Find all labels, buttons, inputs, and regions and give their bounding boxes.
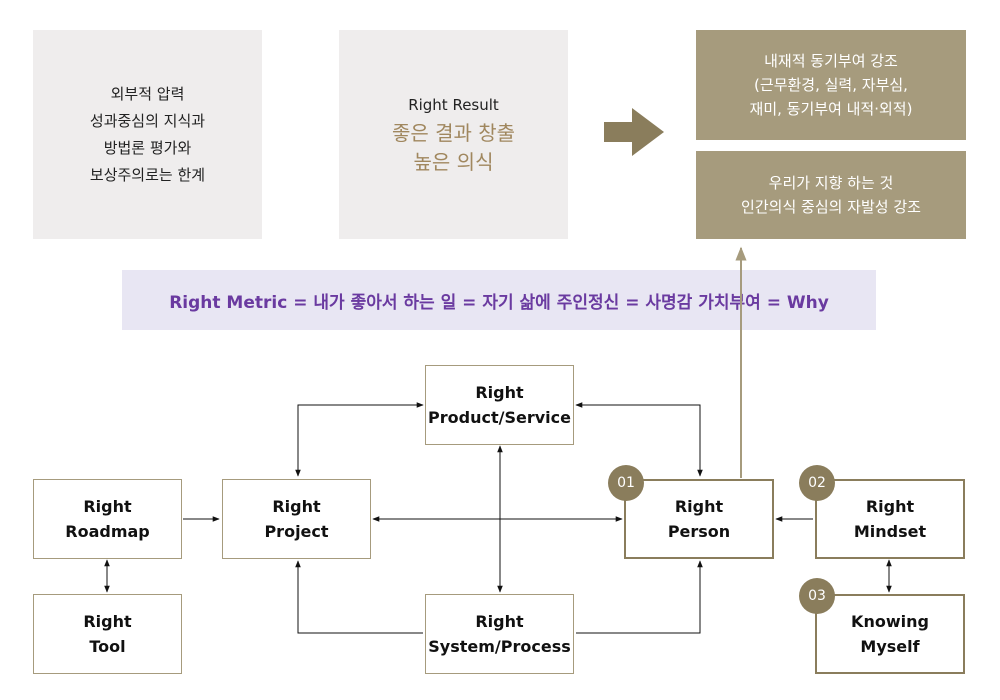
node-label: Product/Service xyxy=(428,408,571,427)
node-mindset: Right Mindset xyxy=(815,479,965,559)
node-label: Knowing xyxy=(851,612,929,631)
big-arrow-icon xyxy=(604,108,664,156)
project-product-connector xyxy=(295,402,424,477)
external-pressure-panel: 외부적 압력 성과중심의 지식과 방법론 평가와 보상주의로는 한계 xyxy=(33,30,262,239)
intrinsic-motivation-box: 내재적 동기부여 강조 (근무환경, 실력, 자부심, 재미, 동기부여 내적·… xyxy=(696,30,966,140)
node-label: Mindset xyxy=(853,522,927,541)
node-label: Right xyxy=(83,612,132,631)
node-label: Right xyxy=(272,497,321,516)
right-result-line: 좋은 결과 창출 xyxy=(391,120,516,145)
badge-01: 01 xyxy=(608,465,644,501)
intrinsic-motivation-line: (근무환경, 실력, 자부심, xyxy=(754,76,908,94)
intrinsic-motivation-line: 재미, 동기부여 내적·외적) xyxy=(749,100,913,118)
system-project-connector xyxy=(295,560,423,634)
node-system-process: Right System/Process xyxy=(425,594,574,674)
node-person: Right Person xyxy=(624,479,774,559)
node-label: Myself xyxy=(860,637,920,656)
node-label: Project xyxy=(264,522,329,541)
node-label: Right xyxy=(865,497,915,516)
badge-03: 03 xyxy=(799,578,835,614)
node-label: Right xyxy=(475,383,524,402)
node-project: Right Project xyxy=(222,479,371,559)
node-product-service: Right Product/Service xyxy=(425,365,574,445)
right-result-line: 높은 의식 xyxy=(413,149,494,174)
node-knowing-myself: Knowing Myself xyxy=(815,594,965,674)
node-label: Right xyxy=(475,612,524,631)
right-result-title: Right Result xyxy=(408,95,499,114)
external-pressure-line: 외부적 압력 xyxy=(110,84,185,103)
node-label: Tool xyxy=(89,637,126,656)
system-person-connector xyxy=(576,560,703,634)
our-direction-line: 우리가 지향 하는 것 xyxy=(768,174,894,192)
node-label: Roadmap xyxy=(65,522,150,541)
external-pressure-line: 보상주의로는 한계 xyxy=(89,165,206,184)
node-label: Right xyxy=(83,497,132,516)
intrinsic-motivation-line: 내재적 동기부여 강조 xyxy=(764,52,898,70)
product-person-connector xyxy=(575,402,703,477)
external-pressure-line: 방법론 평가와 xyxy=(103,138,192,157)
node-tool: Right Tool xyxy=(33,594,182,674)
external-pressure-line: 성과중심의 지식과 xyxy=(89,111,206,130)
right-metric-banner: Right Metric = 내가 좋아서 하는 일 = 자기 삶에 주인정신 … xyxy=(122,270,876,330)
node-label: Person xyxy=(667,522,731,541)
our-direction-line: 인간의식 중심의 자발성 강조 xyxy=(741,198,921,216)
right-result-panel: Right Result 좋은 결과 창출 높은 의식 xyxy=(339,30,568,239)
node-label: Right xyxy=(674,497,724,516)
node-label: System/Process xyxy=(428,637,571,656)
our-direction-box: 우리가 지향 하는 것 인간의식 중심의 자발성 강조 xyxy=(696,151,966,239)
node-roadmap: Right Roadmap xyxy=(33,479,182,559)
badge-02: 02 xyxy=(799,465,835,501)
